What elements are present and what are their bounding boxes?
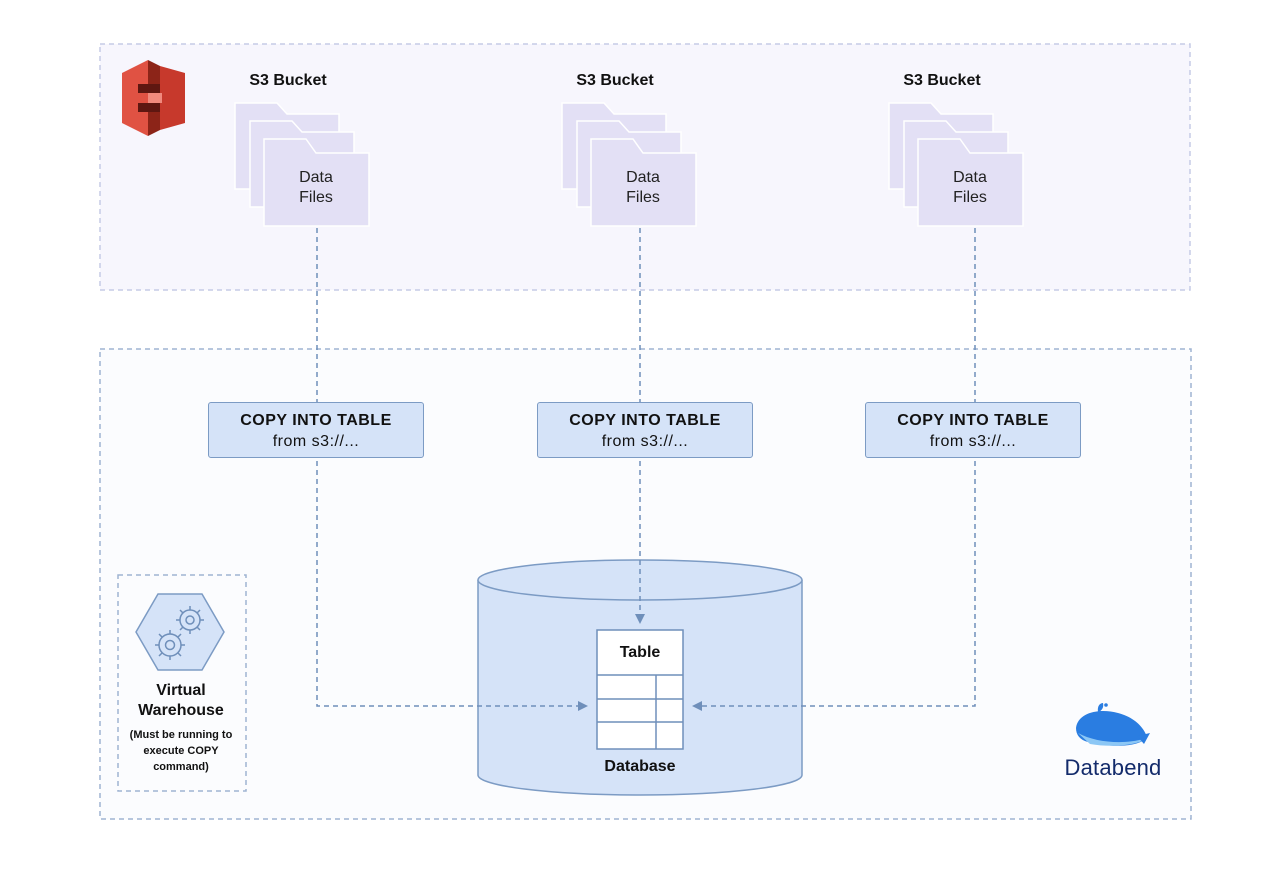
copy-command-box-2: COPY INTO TABLE from s3://... <box>537 402 753 458</box>
databend-logo-text: Databend <box>1064 755 1162 780</box>
aws-s3-icon <box>122 60 185 136</box>
copy-command-box-1: COPY INTO TABLE from s3://... <box>208 402 424 458</box>
folder-label-1: Data Files <box>264 168 368 208</box>
copy-command-3-source: from s3://... <box>929 433 1017 450</box>
folder-label-3: Data Files <box>918 168 1022 208</box>
virtual-warehouse-title-line1: Virtual <box>156 682 206 699</box>
folder-label-2: Data Files <box>591 168 695 208</box>
table-title: Table <box>619 644 661 661</box>
gears-icon <box>135 593 225 671</box>
database-label: Database <box>604 758 676 775</box>
table-grid <box>596 629 684 750</box>
bucket-title-3: S3 Bucket <box>903 72 981 89</box>
folder-label-2-line1: Data <box>626 169 660 186</box>
virtual-warehouse-title: Virtual Warehouse <box>118 681 244 721</box>
arrow-copy1-table <box>316 461 588 711</box>
copy-command-2-title: COPY INTO TABLE <box>569 412 721 429</box>
folder-label-3-line1: Data <box>953 169 987 186</box>
virtual-warehouse-note: (Must be running to execute COPY command… <box>129 729 233 773</box>
folder-stack-1 <box>234 102 370 227</box>
folder-label-1-line2: Files <box>299 189 333 206</box>
bucket-title-1: S3 Bucket <box>249 72 327 89</box>
arrow-copy3-table <box>692 461 976 711</box>
copy-command-1-title: COPY INTO TABLE <box>240 412 392 429</box>
databend-whale-icon <box>1076 703 1150 746</box>
copy-command-box-3: COPY INTO TABLE from s3://... <box>865 402 1081 458</box>
copy-command-2-source: from s3://... <box>601 433 689 450</box>
folder-stack-3 <box>888 102 1024 227</box>
bucket-title-2: S3 Bucket <box>576 72 654 89</box>
virtual-warehouse-box <box>117 574 247 792</box>
folder-label-2-line2: Files <box>626 189 660 206</box>
folder-label-1-line1: Data <box>299 169 333 186</box>
virtual-warehouse-title-line2: Warehouse <box>138 702 224 719</box>
folder-stack-2 <box>561 102 697 227</box>
copy-command-3-title: COPY INTO TABLE <box>897 412 1049 429</box>
folder-label-3-line2: Files <box>953 189 987 206</box>
copy-command-1-source: from s3://... <box>272 433 360 450</box>
